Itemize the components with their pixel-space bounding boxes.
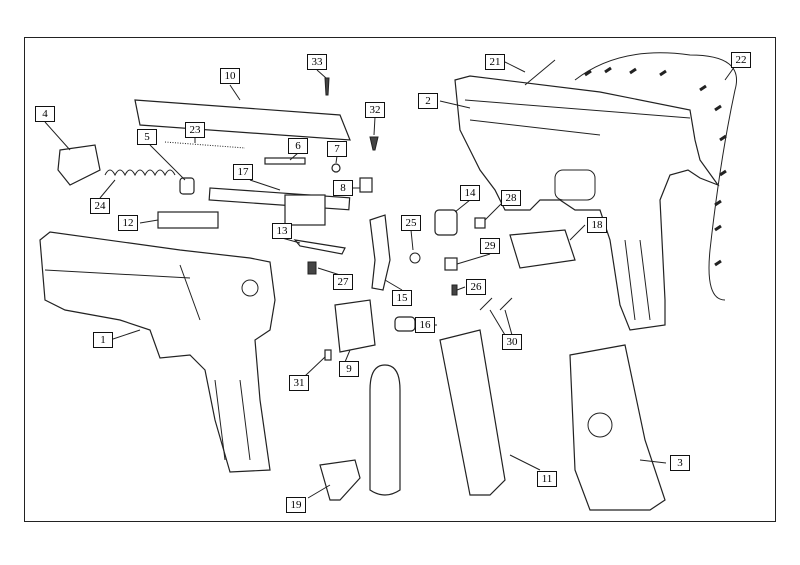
part-26 <box>451 284 458 296</box>
part-15 <box>369 214 391 291</box>
part-label: 31 <box>289 375 309 391</box>
part-8 <box>359 177 373 193</box>
part-label: 24 <box>90 198 110 214</box>
part-4 <box>57 144 101 186</box>
part-label: 21 <box>485 54 505 70</box>
part-label: 4 <box>35 106 55 122</box>
part-label: 8 <box>333 180 353 196</box>
part-label: 25 <box>401 215 421 231</box>
part-label: 19 <box>286 497 306 513</box>
part-label: 17 <box>233 164 253 180</box>
part-27 <box>307 261 317 275</box>
part-label: 29 <box>480 238 500 254</box>
part-label: 2 <box>418 93 438 109</box>
part-spring-24 <box>104 169 176 177</box>
part-pistol-1 <box>39 231 276 473</box>
part-12 <box>157 211 219 229</box>
part-29 <box>444 257 458 271</box>
part-label: 12 <box>118 215 138 231</box>
part-label: 11 <box>537 471 557 487</box>
part-label: 14 <box>460 185 480 201</box>
part-screws-22 <box>584 66 727 267</box>
part-label: 6 <box>288 138 308 154</box>
part-magazine-11 <box>439 329 506 496</box>
part-spring-25 <box>409 252 421 264</box>
part-16 <box>394 316 416 332</box>
part-pins-30 <box>479 297 513 311</box>
part-28 <box>474 217 486 229</box>
part-label: 5 <box>137 129 157 145</box>
part-grip-3 <box>569 344 666 511</box>
part-label: 33 <box>307 54 327 70</box>
part-label: 26 <box>466 279 486 295</box>
part-7 <box>331 163 341 173</box>
part-31 <box>324 349 332 361</box>
part-frame-2 <box>454 75 720 331</box>
part-label: 3 <box>670 455 690 471</box>
part-label: 9 <box>339 361 359 377</box>
part-6 <box>264 157 306 165</box>
part-label: 32 <box>365 102 385 118</box>
part-label: 28 <box>501 190 521 206</box>
part-label: 30 <box>502 334 522 350</box>
diagram-frame <box>24 37 776 522</box>
part-rail-10 <box>134 99 351 141</box>
part-label: 27 <box>333 274 353 290</box>
part-9 <box>334 299 376 353</box>
part-5 <box>179 177 195 195</box>
part-label: 15 <box>392 290 412 306</box>
part-block-17 <box>284 194 326 226</box>
part-label: 7 <box>327 141 347 157</box>
part-screw-33 <box>324 77 330 96</box>
part-screw-21 <box>524 59 556 86</box>
part-18 <box>509 229 576 269</box>
part-spring-23 <box>164 141 246 149</box>
part-group-22-outline <box>574 52 737 301</box>
part-screw-32 <box>369 136 379 151</box>
part-label: 23 <box>185 122 205 138</box>
leader-lines <box>44 61 736 499</box>
part-barrel-17 <box>208 187 351 211</box>
part-label: 22 <box>731 52 751 68</box>
part-13 <box>293 239 346 255</box>
part-label: 16 <box>415 317 435 333</box>
part-19 <box>319 459 361 501</box>
co2-cylinder <box>369 364 401 496</box>
part-label: 10 <box>220 68 240 84</box>
part-label: 1 <box>93 332 113 348</box>
part-label: 13 <box>272 223 292 239</box>
part-14 <box>434 209 458 236</box>
part-label: 18 <box>587 217 607 233</box>
